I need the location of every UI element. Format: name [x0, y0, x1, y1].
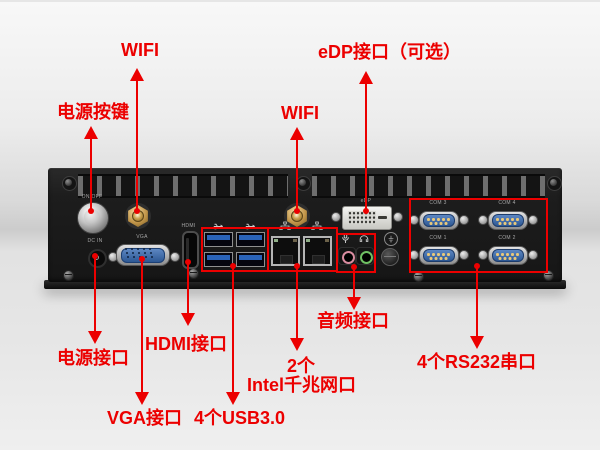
usb3-port [204, 252, 233, 267]
power-button[interactable] [77, 202, 109, 234]
annotation-label-lan-name: Intel千兆网口 [247, 375, 357, 395]
lan-group-highlight-box [267, 227, 338, 272]
annotation-arrowhead [359, 71, 373, 84]
usb-trident-icon [213, 223, 224, 230]
ethernet-port [303, 236, 332, 266]
dc-power-jack [88, 249, 107, 268]
panel-screw [63, 270, 74, 281]
annotation-line [296, 139, 298, 211]
annotation-line [476, 268, 478, 338]
earth-ground-icon [384, 232, 398, 246]
wifi-antenna-connector-2 [287, 205, 307, 227]
com-group-highlight-box [409, 198, 548, 273]
annotation-arrowhead [470, 336, 484, 349]
edp-dvi-port [342, 206, 392, 230]
com4-serial-port [488, 211, 528, 230]
annotation-dot [92, 253, 98, 259]
annotation-dot [294, 208, 300, 214]
annotation-line [296, 268, 298, 340]
mic-jack [338, 247, 356, 265]
annotation-dot [474, 263, 480, 269]
annotation-dot [88, 208, 94, 214]
vga-label: VGA [136, 234, 148, 240]
annotation-dot [294, 263, 300, 269]
com-screw [459, 215, 469, 225]
com2-serial-port [488, 246, 528, 265]
edp-screw [393, 212, 403, 222]
annotation-label-lan-count: 2个 [287, 356, 316, 376]
annotation-line [187, 263, 189, 315]
usb3-port [236, 252, 265, 267]
com-screw [528, 250, 538, 260]
annotation-label-usb: 4个USB3.0 [194, 408, 286, 428]
annotation-arrowhead [290, 127, 304, 140]
usb3-port [204, 232, 233, 247]
annotation-arrowhead [181, 313, 195, 326]
com-screw [459, 250, 469, 260]
backdrop-seam [0, 0, 600, 2]
annotation-label-power-button: 电源按键 [57, 102, 129, 122]
annotation-line [365, 83, 367, 212]
usb-trident-icon [245, 223, 256, 230]
annotation-label-wifi-top: WIFI [121, 40, 159, 60]
chassis-rear-panel: ON/OFF DC IN VGA HDMI [48, 168, 562, 282]
panel-screw [296, 176, 311, 191]
edp-screw [331, 212, 341, 222]
ethernet-port [271, 236, 300, 266]
panel-screw [547, 176, 562, 191]
annotation-arrowhead [130, 68, 144, 81]
com1-serial-port [419, 246, 459, 265]
com4-label: COM 4 [498, 200, 516, 206]
heatsink-vent-right [312, 174, 545, 198]
com-screw [478, 250, 488, 260]
annotation-arrowhead [88, 331, 102, 344]
annotation-line [90, 138, 92, 211]
power-switch-label: ON/OFF [81, 194, 103, 200]
annotation-arrowhead [347, 297, 361, 310]
annotation-label-wifi-mid: WIFI [281, 103, 319, 123]
com1-label: COM 1 [429, 235, 447, 241]
vga-port [116, 244, 170, 266]
annotation-dot [185, 259, 191, 265]
headphone-jack [356, 247, 374, 265]
panel-screw [188, 268, 199, 279]
annotation-dot [351, 264, 357, 270]
com2-label: COM 2 [498, 235, 516, 241]
annotation-line [232, 268, 234, 394]
annotation-line [141, 260, 143, 394]
annotation-line [353, 269, 355, 299]
com3-serial-port [419, 211, 459, 230]
annotation-arrowhead [135, 392, 149, 405]
annotation-dot [134, 208, 140, 214]
dc-in-label: DC IN [87, 238, 103, 244]
grounding-screw [381, 248, 399, 266]
com-screw [528, 215, 538, 225]
panel-screw [543, 270, 554, 281]
com-screw [478, 215, 488, 225]
chassis-base-strip [44, 280, 566, 289]
heatsink-vent-left [78, 174, 288, 198]
annotation-label-audio: 音频接口 [317, 311, 389, 331]
annotation-dot [363, 208, 369, 214]
annotation-label-power-jack: 电源接口 [57, 348, 129, 368]
annotation-arrowhead [290, 338, 304, 351]
annotation-arrowhead [84, 126, 98, 139]
panel-screw [62, 176, 77, 191]
headphones-icon [359, 235, 369, 242]
annotation-label-vga: VGA接口 [107, 408, 183, 428]
annotation-arrowhead [226, 392, 240, 405]
annotation-dot [230, 263, 236, 269]
hdmi-label: HDMI [181, 223, 196, 229]
audio-group-highlight-box [336, 233, 376, 273]
com3-label: COM 3 [429, 200, 447, 206]
annotation-label-hdmi: HDMI接口 [145, 334, 227, 354]
annotation-dot [139, 256, 145, 262]
annotation-label-serial: 4个RS232串口 [417, 352, 537, 372]
annotation-line [94, 258, 96, 333]
annotation-line [136, 80, 138, 211]
vga-screw [170, 252, 180, 262]
annotation-label-edp: eDP接口（可选） [318, 42, 462, 62]
usb3-port [236, 232, 265, 247]
